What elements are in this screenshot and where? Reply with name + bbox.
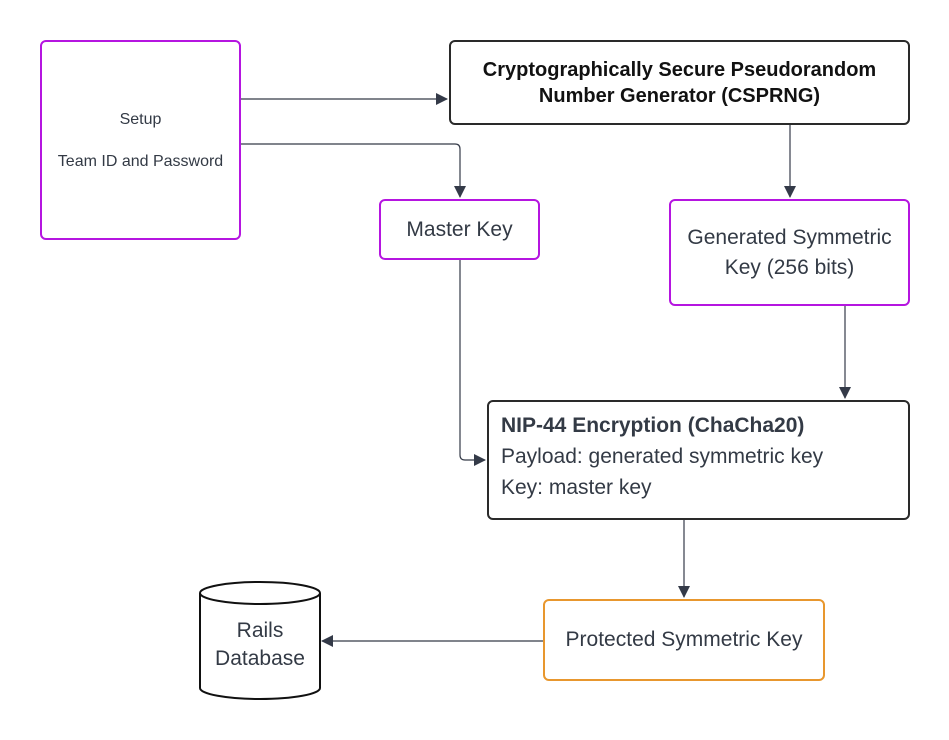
nip44-encryption-payload: Payload: generated symmetric key xyxy=(501,445,824,468)
master-key-label: Master Key xyxy=(406,217,513,241)
nip44-encryption-node: NIP-44 Encryption (ChaCha20) Payload: ge… xyxy=(487,400,910,520)
database-cylinder-icon xyxy=(199,581,321,700)
arrow-setup-to-master-key xyxy=(241,143,466,198)
setup-node: Setup Team ID and Password xyxy=(40,40,241,240)
rails-database-label: Rails Database xyxy=(200,617,320,673)
csprng-node: Cryptographically Secure Pseudorandom Nu… xyxy=(449,40,910,125)
generated-symmetric-key-label: Generated Symmetric Key (256 bits) xyxy=(687,225,892,279)
nip44-encryption-title: NIP-44 Encryption (ChaCha20) xyxy=(501,414,805,437)
protected-symmetric-key-node: Protected Symmetric Key xyxy=(543,599,825,681)
master-key-node: Master Key xyxy=(379,199,540,260)
generated-symmetric-key-node: Generated Symmetric Key (256 bits) xyxy=(669,199,910,306)
setup-subtitle: Team ID and Password xyxy=(57,152,224,170)
rails-database-line2: Database xyxy=(215,647,305,670)
nip44-encryption-key: Key: master key xyxy=(501,476,652,499)
setup-title: Setup xyxy=(119,110,162,128)
csprng-label: Cryptographically Secure Pseudorandom Nu… xyxy=(482,58,877,107)
arrow-master-key-to-encryption xyxy=(459,260,486,466)
rails-database-line1: Rails xyxy=(236,619,284,642)
protected-symmetric-key-label: Protected Symmetric Key xyxy=(565,628,803,651)
